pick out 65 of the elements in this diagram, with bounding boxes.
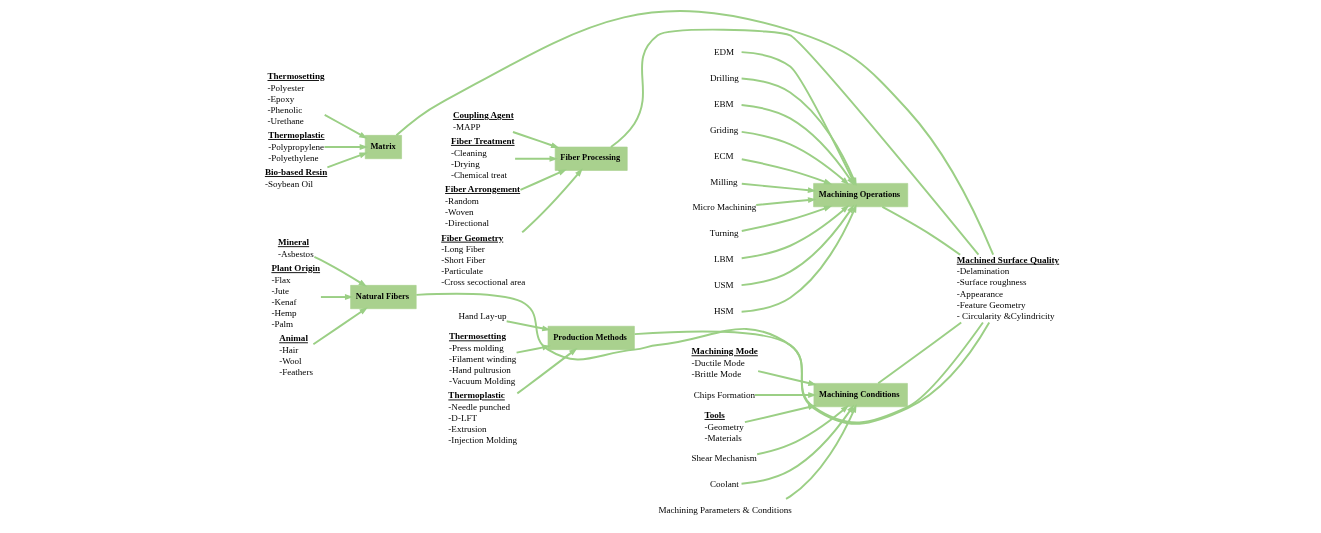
arrow (322, 144, 368, 150)
node-text: Coolant (709, 479, 739, 490)
connector (876, 321, 962, 385)
node-text: Coupling Agent -MAPP (452, 109, 514, 132)
node-text: Chips Formation (693, 389, 755, 400)
node-text: Bio-based Resin -Soybean Oil (264, 167, 327, 189)
node-text: Micro Machining (691, 202, 756, 213)
node-text: Fiber Treatment -Cleaning -Drying -Chemical treat (450, 135, 515, 180)
node-text: Thermoplastic -Polypropylene -Polyethylene (267, 130, 325, 163)
node-text: EBM (713, 98, 734, 109)
node-text: Shear Mechanism (691, 453, 757, 464)
connector (414, 292, 984, 424)
node-text: ECM (713, 150, 734, 161)
arrow (740, 204, 854, 287)
arrow (518, 169, 567, 191)
arrow (311, 307, 368, 346)
arrow (505, 320, 551, 332)
arrow (740, 204, 857, 313)
connector (880, 205, 961, 256)
node-text: Plant Origin -Flax -Jute -Kenaf -Hemp -Palm (270, 263, 320, 330)
node-box: Machining Conditions (813, 383, 908, 408)
node-text: Mineral -Asbestos (277, 237, 314, 259)
node-text: Fiber Arrongement -Random -Woven -Directional (444, 183, 520, 228)
arrow (753, 392, 817, 399)
node-box: Matrix (364, 135, 402, 160)
node-text: Milling (709, 176, 738, 187)
arrow (513, 155, 558, 162)
node-text: HSM (713, 306, 734, 317)
node-text: Hand Lay-up (457, 310, 507, 321)
node-text: Tools -Geometry -Materials (704, 409, 744, 443)
node-box: Fiber Processing (554, 146, 628, 171)
arrow (323, 113, 368, 139)
arrow (754, 197, 816, 207)
arrow (312, 255, 367, 287)
node-text: Fiber Geometry -Long Fiber -Short Fiber -Particulate -Cross secoctional area (440, 232, 525, 288)
node-text: Thermosetting -Polyester -Epoxy -Phenolic -Urethane (266, 70, 324, 126)
node-text: Griding (709, 124, 738, 135)
node-text: EDM (713, 46, 734, 57)
arrow (325, 152, 368, 169)
node-text: Turning (709, 228, 739, 239)
arrow (756, 370, 817, 386)
connector (394, 10, 994, 256)
arrow (740, 205, 849, 260)
arrow (740, 182, 816, 194)
node-text: Machined Surface Quality -Delamination -Surface roughness -Appearance -Feature Geometry - Circularity &Cylindricity (956, 254, 1059, 321)
arrow (740, 158, 832, 185)
node-text: Machining Mode -Ductile Mode -Brittle Mode (691, 346, 758, 380)
connector (609, 28, 979, 256)
node-box: Production Methods (547, 325, 635, 350)
node-text: Machining Parameters & Conditions (657, 505, 792, 516)
arrow (511, 131, 559, 149)
node-text: Thermoplastic -Needle punched -D-LFT -Extrusion -Injection Molding (447, 390, 517, 446)
node-box: Machining Operations (812, 183, 908, 208)
node-text: Drilling (709, 72, 739, 83)
arrow (740, 205, 832, 232)
arrow (740, 130, 849, 186)
arrow (515, 347, 577, 395)
node-text: USM (713, 280, 734, 291)
node-text: Animal -Hair -Wool -Feathers (278, 333, 313, 378)
arrow (520, 168, 583, 234)
arrow (319, 294, 353, 300)
node-text: LBM (713, 254, 734, 265)
node-box: Natural Fibers (349, 285, 416, 310)
node-text: Thermosetting -Press molding -Filament winding -Hand pultrusion -Vacuum Molding (448, 331, 516, 387)
connector (633, 321, 990, 425)
